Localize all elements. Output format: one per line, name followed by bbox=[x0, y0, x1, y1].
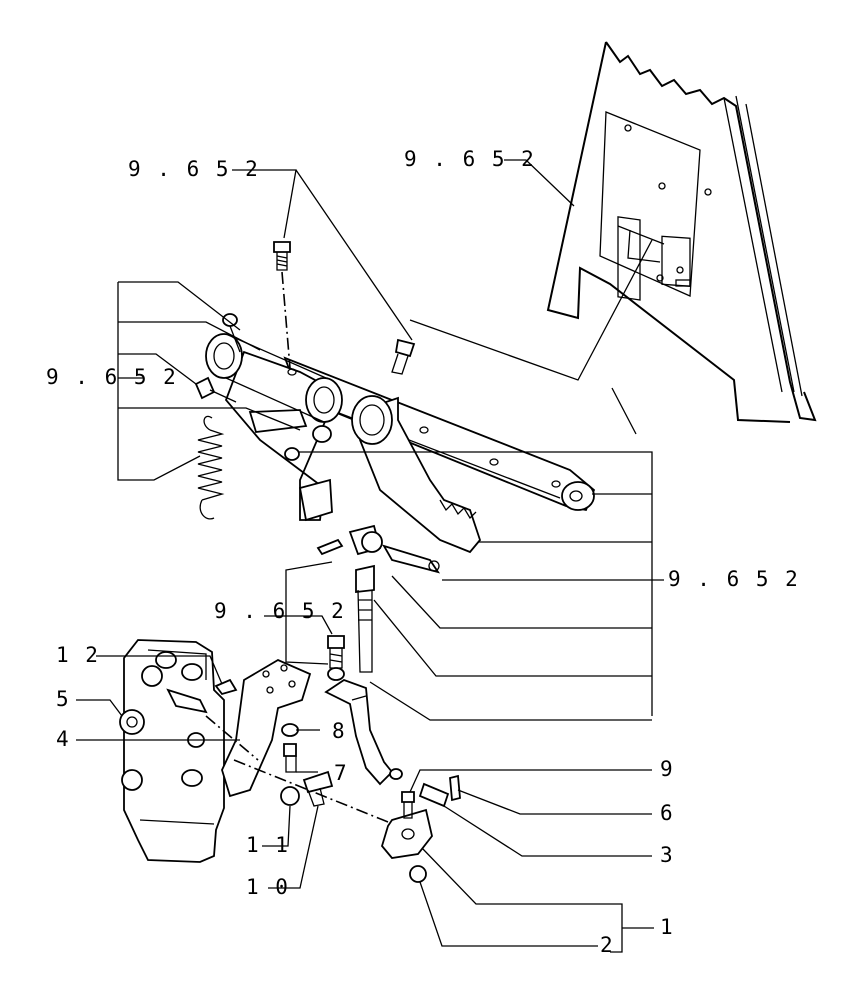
part-label-2: 2 bbox=[600, 933, 615, 957]
part-label-9: 9 bbox=[660, 757, 675, 781]
top-bolt bbox=[273, 241, 291, 369]
right-side-bolt bbox=[391, 338, 416, 375]
ref-label-top-right: 9 . 6 5 2 bbox=[404, 147, 536, 171]
part-label-11: 1 1 bbox=[246, 833, 290, 857]
valve-body bbox=[119, 639, 399, 863]
part-label-10: 1 0 bbox=[246, 875, 290, 899]
rod-assembly bbox=[316, 524, 441, 786]
part-label-3: 3 bbox=[660, 843, 675, 867]
ref-label-mid-right: 9 . 6 5 2 bbox=[668, 567, 800, 591]
part-label-5: 5 bbox=[56, 687, 71, 711]
bolt-nut-pair bbox=[327, 635, 345, 681]
ref-label-mid-left: 9 . 6 5 2 bbox=[214, 599, 346, 623]
part-label-7: 7 bbox=[334, 761, 349, 785]
part-label-6: 6 bbox=[660, 801, 675, 825]
part-label-8: 8 bbox=[332, 719, 347, 743]
callout-labels: 9 . 6 5 2 9 . 6 5 2 9 . 6 5 2 9 . 6 5 2 … bbox=[46, 147, 800, 957]
leader-lines bbox=[76, 159, 664, 953]
part-label-1: 1 bbox=[660, 915, 675, 939]
lower-clevis bbox=[380, 774, 461, 883]
chassis-panel bbox=[546, 41, 817, 423]
pedal-assembly bbox=[194, 313, 596, 554]
part-label-12: 1 2 bbox=[56, 643, 100, 667]
ref-label-left: 9 . 6 5 2 bbox=[46, 365, 178, 389]
part-label-4: 4 bbox=[56, 727, 71, 751]
ref-label-top-left: 9 . 6 5 2 bbox=[128, 157, 260, 181]
